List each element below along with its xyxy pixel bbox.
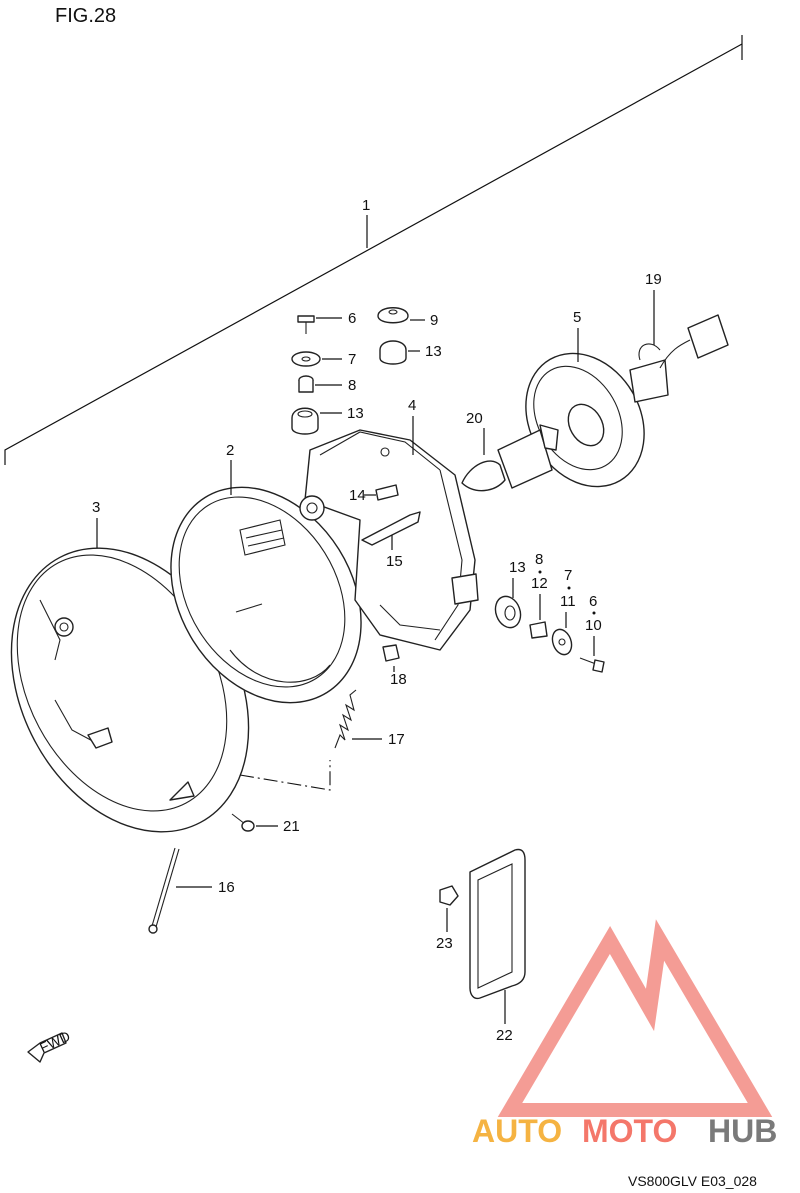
callout-15: 15 [386, 553, 403, 570]
callout-16: 16 [218, 879, 235, 896]
callout-7b: 7 [564, 567, 572, 584]
part-17-spring [334, 689, 357, 749]
part-10-screw [579, 657, 605, 673]
callouts: 1 2 3 4 5 6 7 8 9 13 14 15 13 8 12 7 11 [92, 197, 662, 1044]
bulb-20 [461, 424, 559, 492]
part-7-washer [291, 351, 321, 367]
part-11-washer [551, 628, 573, 656]
callout-5: 5 [573, 309, 581, 326]
headlight-lens [170, 486, 362, 704]
part-18-nut [382, 644, 400, 662]
svg-text:HUB: HUB [708, 1113, 777, 1149]
part-14-clip [375, 484, 399, 501]
callout-6a: 6 [348, 310, 356, 327]
part-13-grommet-c [494, 595, 522, 629]
assembly-bracket [4, 35, 743, 465]
reference-line [239, 760, 331, 791]
svg-text:FWD: FWD [37, 1028, 73, 1056]
callout-7a: 7 [348, 351, 356, 368]
callout-19: 19 [645, 271, 662, 288]
part-13-grommet-a [291, 407, 319, 435]
part-22-reflector [469, 848, 526, 1000]
watermark-text: AUTO MOTO HUB [472, 1113, 777, 1149]
callout-20: 20 [466, 410, 483, 427]
part-15-adjuster [361, 511, 421, 546]
part-8-collar [298, 375, 314, 393]
callout-8b: 8 [535, 551, 543, 568]
part-12-collar [529, 621, 548, 639]
callout-13a: 13 [425, 343, 442, 360]
fwd-arrow: FWD [27, 1028, 73, 1063]
callout-18: 18 [390, 671, 407, 688]
figure-code: VS800GLV E03_028 [628, 1173, 757, 1189]
callout-14: 14 [349, 487, 366, 504]
callout-17: 17 [388, 731, 405, 748]
callout-21: 21 [283, 818, 300, 835]
callout-13c: 13 [509, 559, 526, 576]
part-16-screw [148, 847, 180, 934]
part-9-nut [377, 307, 409, 324]
headlight-housing [299, 429, 479, 651]
callout-6b: 6 [589, 593, 597, 610]
figure-title: FIG.28 [55, 5, 116, 27]
part-21-screw [231, 813, 255, 832]
callout-2: 2 [226, 442, 234, 459]
svg-text:AUTO: AUTO [472, 1113, 562, 1149]
part-23-nut [439, 885, 459, 906]
callout-13b: 13 [347, 405, 364, 422]
callout-9: 9 [430, 312, 438, 329]
callout-8a: 8 [348, 377, 356, 394]
part-13-grommet-b [379, 340, 407, 365]
callout-10: 10 [585, 617, 602, 634]
callout-1: 1 [362, 197, 370, 214]
callout-23: 23 [436, 935, 453, 952]
callout-11: 11 [560, 593, 576, 610]
callout-12: 12 [531, 575, 548, 592]
callout-3: 3 [92, 499, 100, 516]
svg-text:MOTO: MOTO [582, 1113, 677, 1149]
callout-22: 22 [496, 1027, 513, 1044]
part-6-screw [297, 315, 315, 334]
connector-19 [629, 314, 729, 403]
watermark-logo [497, 919, 773, 1117]
callout-4: 4 [408, 397, 416, 414]
